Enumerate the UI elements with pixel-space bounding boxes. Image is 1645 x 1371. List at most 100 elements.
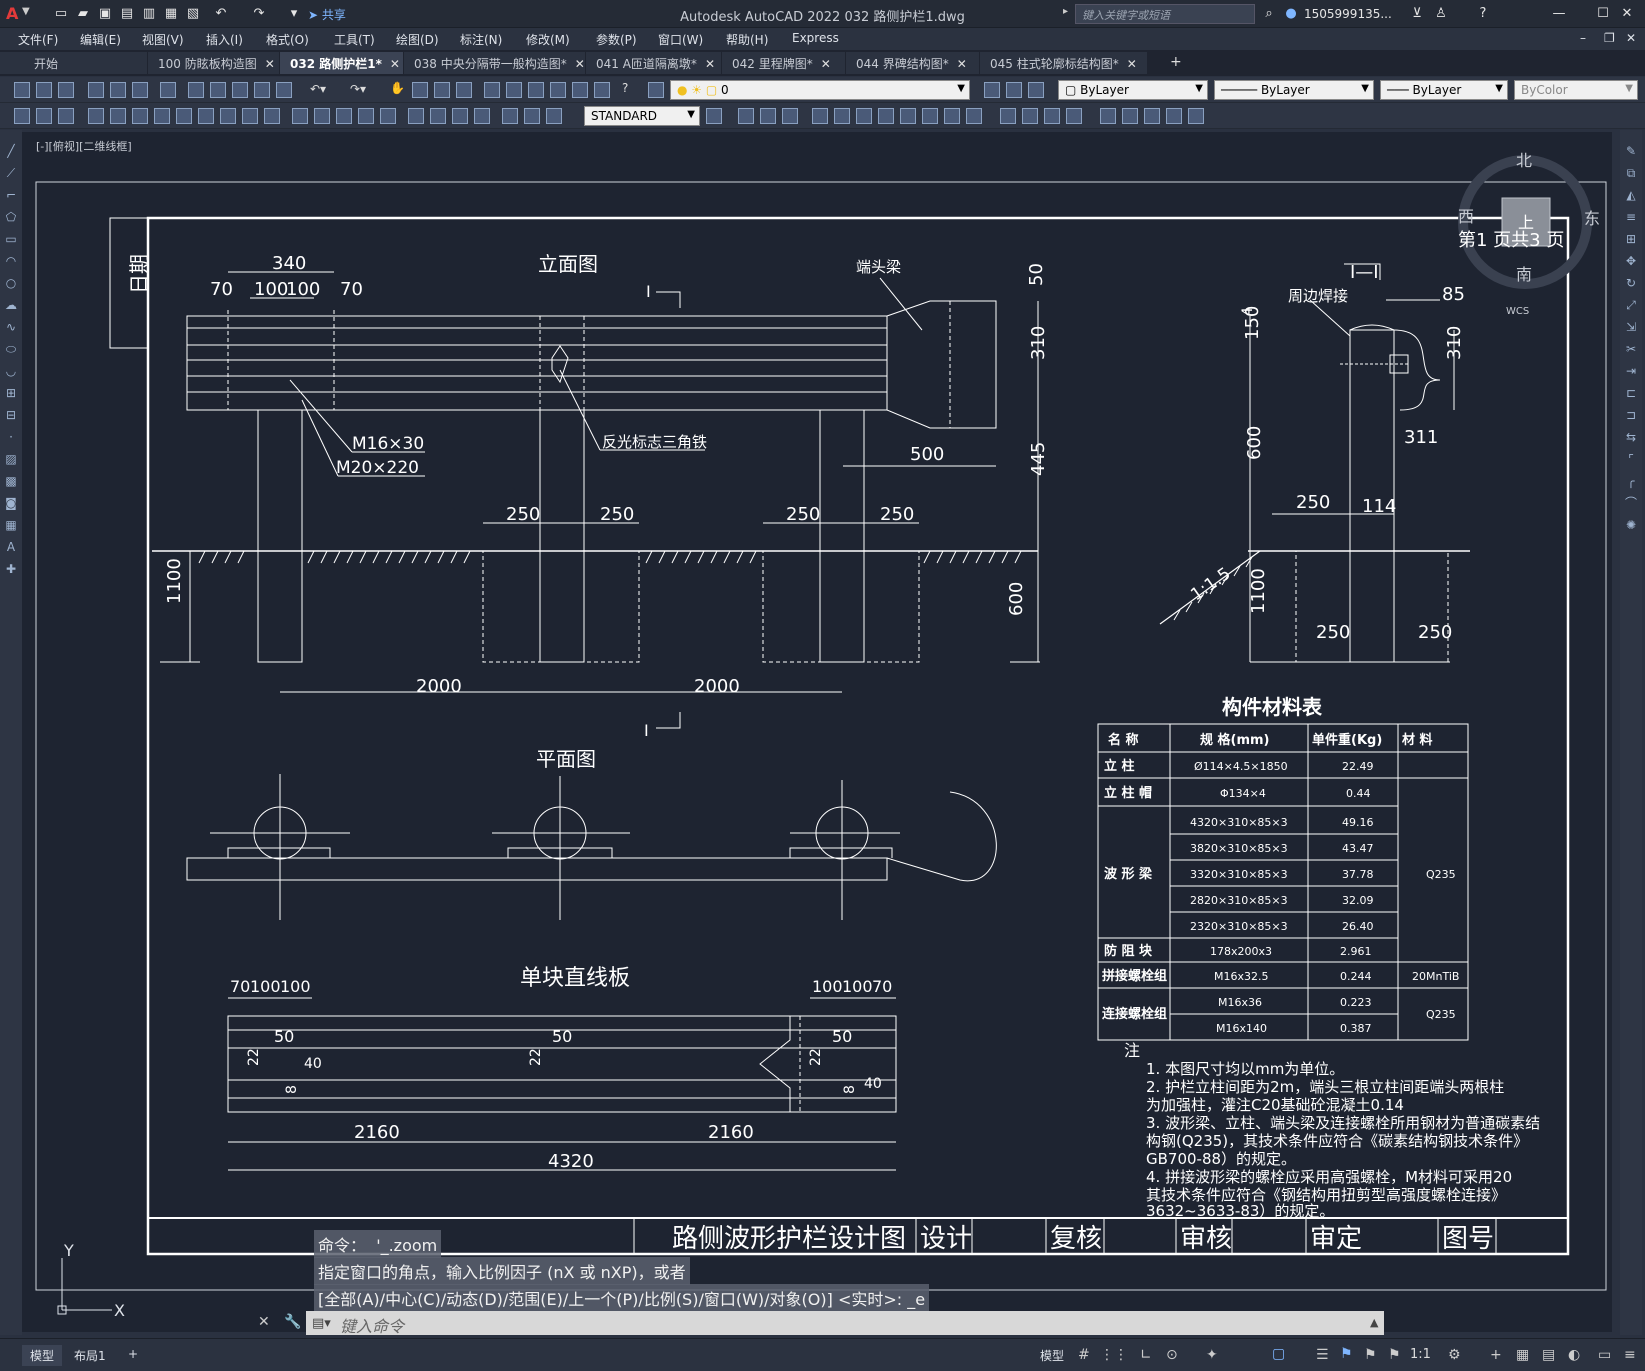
arc-icon[interactable]: ◠ [5,254,17,268]
dim-text-edit-icon[interactable] [430,108,446,124]
open-icon[interactable] [36,82,52,98]
explode-icon[interactable]: ✺ [1625,518,1637,532]
modify-rotate-icon[interactable] [856,108,872,124]
point-icon[interactable]: · [9,430,13,444]
tab-start[interactable]: 开始 [0,52,148,74]
clean-screen-icon[interactable]: ▭ [1598,1347,1612,1363]
scale-icon[interactable]: ⤢ [1626,298,1636,312]
mirror-icon[interactable]: ◭ [1626,188,1636,202]
boundary-icon[interactable] [1066,108,1082,124]
viewcube-north[interactable]: 北 [1516,151,1532,170]
units-icon[interactable]: ▦ [1516,1347,1530,1363]
sheet-set-icon[interactable] [550,82,566,98]
offset-icon[interactable]: ≡ [1625,210,1637,224]
calculator-icon[interactable] [594,82,610,98]
chamfer-icon[interactable]: ⌜ [1628,452,1634,466]
text-style-manager-icon[interactable] [706,108,722,124]
preview-icon[interactable] [110,82,126,98]
wcs-menu[interactable]: WCS [1506,306,1529,317]
pan-icon[interactable]: ✋ [390,81,405,95]
viewcube[interactable] [1458,155,1592,289]
circle-icon[interactable]: ○ [5,276,17,290]
dim-radius-icon[interactable] [110,108,126,124]
customize-status-icon[interactable]: ≡ [1624,1347,1636,1363]
save-icon[interactable]: ▣ [98,6,112,21]
autocad-logo-icon[interactable]: A [6,4,19,23]
dim-edit-icon[interactable] [408,108,424,124]
join-icon[interactable]: ⇆ [1625,430,1637,444]
menu-draw[interactable]: 绘图(D) [396,33,439,47]
tab-045[interactable]: 045 柱式轮廓标结构图*✕ [980,52,1148,74]
tab-model[interactable]: 模型 [22,1345,63,1366]
user-icon[interactable]: ● [1285,6,1297,21]
tab-close-icon[interactable]: ✕ [1126,57,1137,71]
break-at-point-icon[interactable]: ⊏ [1625,386,1637,400]
erase-icon[interactable]: ✎ [1625,144,1637,158]
modify-align-icon[interactable] [812,108,828,124]
help-icon[interactable]: ? [1479,6,1487,21]
menu-window[interactable]: 窗口(W) [658,33,704,47]
tab-041[interactable]: 041 A匝道隔离墩*✕ [586,52,722,74]
gradient-icon[interactable] [1044,108,1060,124]
linetype-dropdown[interactable]: ───── ByLayer▼ [1214,80,1374,100]
dim-update-icon[interactable] [452,108,468,124]
lineweight-dropdown[interactable]: ─── ByLayer▼ [1380,80,1508,100]
autodesk-app-icon[interactable]: ♙ [1435,6,1447,21]
new-icon[interactable] [14,82,30,98]
ucs-icon[interactable] [1100,108,1116,124]
menu-edit[interactable]: 编辑(E) [80,33,121,47]
dim-override-icon[interactable] [524,108,540,124]
copy-object-icon[interactable]: ⧉ [1626,166,1636,180]
annotation-scale-icon[interactable]: ⚑ [1388,1347,1401,1363]
center-mark-icon[interactable] [336,108,352,124]
modify-scale-icon[interactable] [878,108,894,124]
cut-icon[interactable] [188,82,204,98]
inspection-icon[interactable] [358,108,374,124]
ellipse-icon[interactable]: ⬭ [5,342,17,356]
menu-help[interactable]: 帮助(H) [726,33,769,47]
tab-100[interactable]: 100 防眩板构造图✕ [148,52,280,74]
solid-fill-icon[interactable] [1000,108,1016,124]
doc-restore-icon[interactable]: ❐ [1604,31,1615,45]
hatch-palette-icon[interactable]: ▨ [5,452,17,466]
grid-icon[interactable]: # [1078,1347,1090,1363]
viewcube-east[interactable]: 东 [1584,209,1600,228]
draw-order-back-icon[interactable] [760,108,776,124]
dim-continue-icon[interactable] [242,108,258,124]
modify-move-icon[interactable] [834,108,850,124]
zoom-previous-icon[interactable] [456,82,472,98]
menu-parametric[interactable]: 参数(P) [596,33,637,47]
maximize-icon[interactable]: ☐ [1597,6,1609,21]
publish-icon[interactable] [132,82,148,98]
spline-icon[interactable]: ∿ [5,320,17,334]
cart-icon[interactable]: ⊻ [1412,6,1422,21]
dim-break-icon[interactable] [292,108,308,124]
gradient-palette-icon[interactable]: ▩ [5,474,17,488]
tab-038[interactable]: 038 中央分隔带一般构造图*✕ [404,52,586,74]
open-file-icon[interactable]: ▰ [78,6,88,21]
polygon-icon[interactable]: ⬠ [5,210,17,224]
properties-icon[interactable] [484,82,500,98]
undo-toolbar-icon[interactable]: ↶▾ [310,82,327,96]
add-selected-icon[interactable]: ✚ [5,562,17,576]
dim-arc-icon[interactable] [58,108,74,124]
paste-icon[interactable] [232,82,248,98]
rectangle-icon[interactable]: ▭ [5,232,17,246]
trim-icon[interactable]: ✂ [1625,342,1637,356]
tab-042[interactable]: 042 里程牌图*✕ [722,52,846,74]
menu-view[interactable]: 视图(V) [142,33,184,47]
command-input[interactable]: 键入命令 [306,1311,1384,1336]
color-dropdown[interactable]: ▢ ByLayer▼ [1058,80,1208,100]
layer-dropdown[interactable]: ● ☀ ▢ 0▼ [670,80,970,100]
ucs-object-icon[interactable] [1188,108,1204,124]
save-as-icon[interactable]: ▤ [120,6,134,21]
viewcube-face[interactable]: 上 [1518,213,1534,232]
markup-icon[interactable] [572,82,588,98]
modify-stretch-icon[interactable] [900,108,916,124]
menu-format[interactable]: 格式(O) [266,33,309,47]
customize-qat-icon[interactable]: ▾ [290,6,298,21]
oblique-icon[interactable] [474,108,490,124]
tab-032[interactable]: 032 路侧护栏1*✕ [280,52,404,74]
undo-icon[interactable]: ↶ [215,6,227,21]
quick-properties-icon[interactable]: ▤ [1542,1347,1556,1363]
